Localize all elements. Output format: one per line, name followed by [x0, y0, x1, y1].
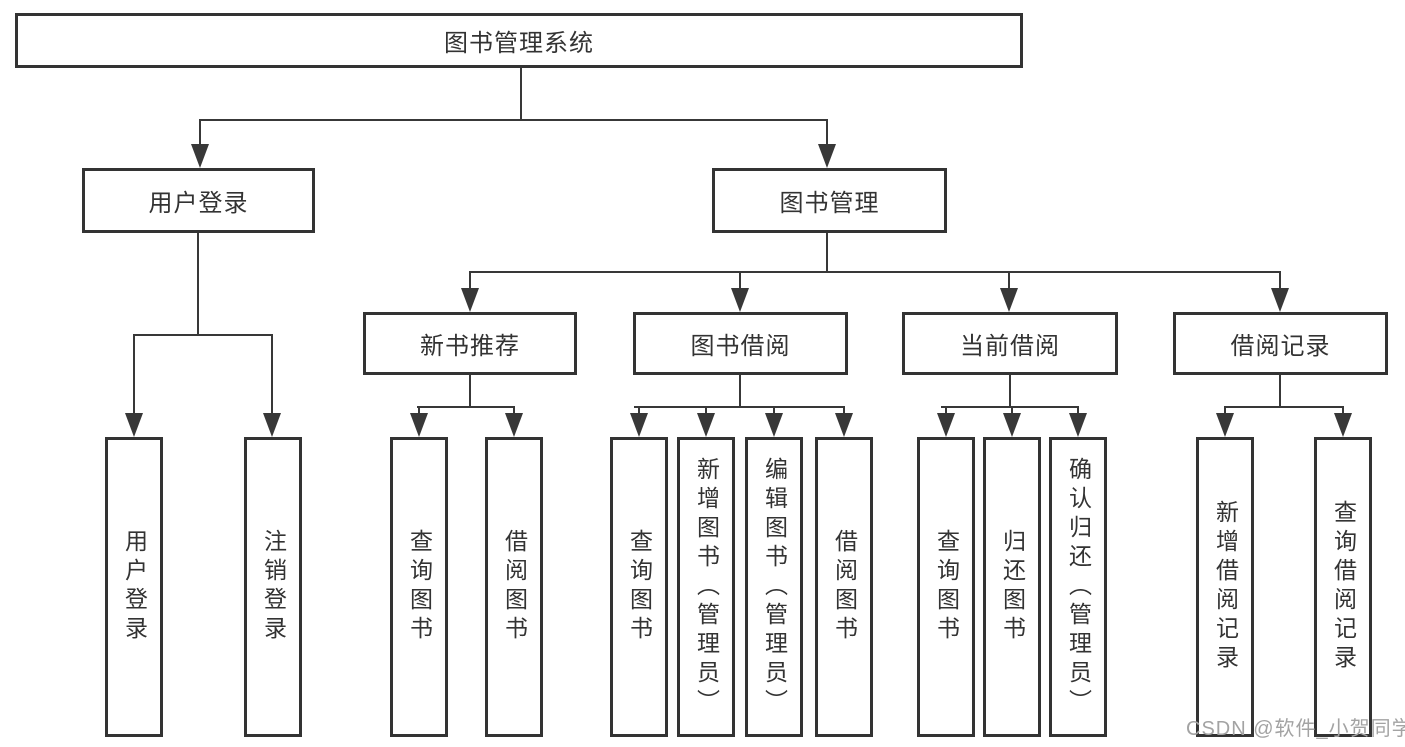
connector-line	[638, 406, 640, 417]
connector-line	[1224, 406, 1344, 408]
connector-line	[1279, 375, 1281, 408]
node-book-borrow: 图书借阅	[633, 312, 848, 375]
connector-arrow	[731, 288, 749, 312]
connector-line	[1342, 406, 1344, 417]
connector-line	[634, 406, 843, 408]
leaf-label: 新增借阅记录	[1212, 500, 1239, 674]
leaf-label: 查询借阅记录	[1330, 500, 1357, 674]
connector-arrow	[937, 413, 955, 437]
connector-line	[469, 271, 1281, 273]
connector-arrow	[505, 413, 523, 437]
connector-arrow	[410, 413, 428, 437]
connector-line	[739, 271, 741, 290]
connector-line	[739, 375, 741, 408]
leaf-label: 查询图书	[933, 529, 960, 645]
leaf-label: 借阅图书	[831, 529, 858, 645]
leaf-confirm-return-admin: 确认归还（管理员）	[1049, 437, 1107, 737]
connector-arrow	[1216, 413, 1234, 437]
leaf-query-borrow-record: 查询借阅记录	[1314, 437, 1372, 737]
leaf-label: 用户登录	[121, 529, 148, 645]
watermark: CSDN @软件_小贺同学	[1186, 718, 1405, 740]
node-root: 图书管理系统	[15, 13, 1023, 68]
leaf-edit-book-admin: 编辑图书（管理员）	[745, 437, 803, 737]
leaf-label: 归还图书	[999, 529, 1026, 645]
connector-line	[271, 334, 273, 416]
connector-line	[133, 334, 135, 416]
connector-arrow	[630, 413, 648, 437]
connector-line	[513, 406, 515, 417]
leaf-borrow-books: 借阅图书	[815, 437, 873, 737]
leaf-query-books-recommend: 查询图书	[390, 437, 448, 737]
connector-line	[945, 406, 947, 417]
connector-line	[418, 406, 420, 417]
connector-arrow	[461, 288, 479, 312]
node-borrow-records: 借阅记录	[1173, 312, 1388, 375]
connector-arrow	[1003, 413, 1021, 437]
leaf-query-books-borrow: 查询图书	[610, 437, 668, 737]
connector-arrow	[191, 144, 209, 168]
node-user-login: 用户登录	[82, 168, 315, 233]
leaf-add-borrow-record: 新增借阅记录	[1196, 437, 1254, 737]
connector-arrow	[1334, 413, 1352, 437]
leaf-add-book-admin: 新增图书（管理员）	[677, 437, 735, 737]
node-current-borrow: 当前借阅	[902, 312, 1118, 375]
connector-arrow	[125, 413, 143, 437]
node-book-management: 图书管理	[712, 168, 947, 233]
connector-arrow	[818, 144, 836, 168]
connector-arrow	[835, 413, 853, 437]
connector-arrow	[765, 413, 783, 437]
connector-line	[843, 406, 845, 417]
connector-line	[520, 68, 522, 121]
leaf-return-book: 归还图书	[983, 437, 1041, 737]
connector-line	[1008, 271, 1010, 290]
connector-line	[826, 233, 828, 273]
leaf-label: 新增图书（管理员）	[693, 456, 720, 718]
leaf-label: 查询图书	[626, 529, 653, 645]
connector-line	[1009, 375, 1011, 408]
leaf-query-books-current: 查询图书	[917, 437, 975, 737]
connector-line	[941, 406, 1079, 408]
connector-line	[826, 119, 828, 147]
leaf-borrow-books-recommend: 借阅图书	[485, 437, 543, 737]
connector-line	[199, 119, 828, 121]
connector-arrow	[263, 413, 281, 437]
connector-line	[1279, 271, 1281, 290]
leaf-user-login: 用户登录	[105, 437, 163, 737]
connector-line	[133, 334, 273, 336]
connector-line	[469, 375, 471, 408]
leaf-label: 编辑图书（管理员）	[761, 456, 788, 718]
connector-arrow	[1271, 288, 1289, 312]
connector-arrow	[1000, 288, 1018, 312]
node-new-book-recommend: 新书推荐	[363, 312, 577, 375]
leaf-label: 查询图书	[406, 529, 433, 645]
connector-arrow	[697, 413, 715, 437]
leaf-label: 借阅图书	[501, 529, 528, 645]
connector-line	[1224, 406, 1226, 417]
connector-line	[1011, 406, 1013, 417]
connector-line	[1077, 406, 1079, 417]
connector-line	[197, 233, 199, 336]
connector-line	[705, 406, 707, 417]
connector-line	[199, 119, 201, 147]
leaf-logout: 注销登录	[244, 437, 302, 737]
connector-line	[469, 271, 471, 290]
connector-arrow	[1069, 413, 1087, 437]
connector-line	[417, 406, 515, 408]
leaf-label: 注销登录	[260, 529, 287, 645]
connector-line	[773, 406, 775, 417]
leaf-label: 确认归还（管理员）	[1065, 456, 1092, 718]
